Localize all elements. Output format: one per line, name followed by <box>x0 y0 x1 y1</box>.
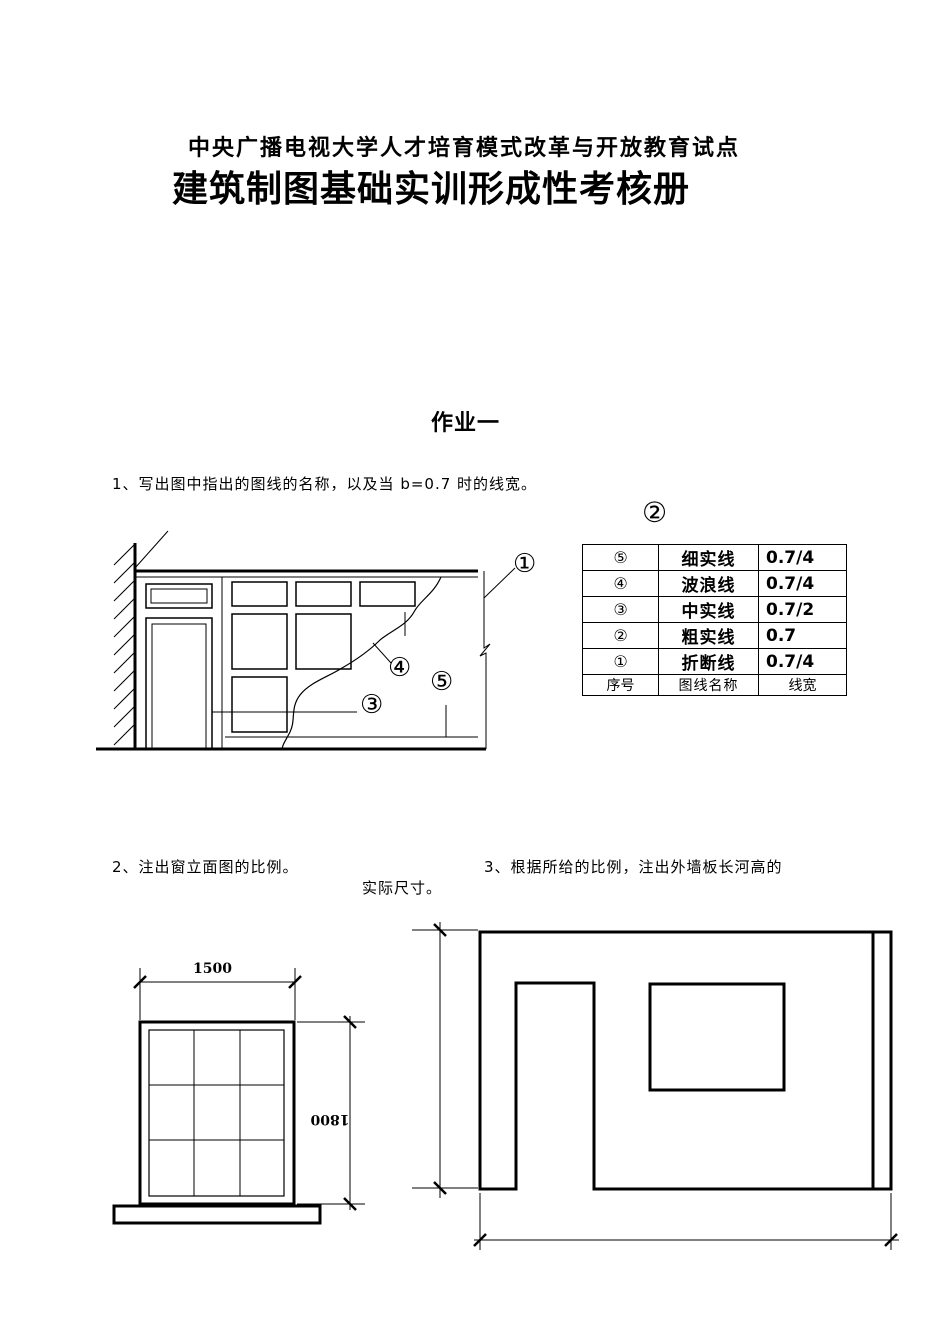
callout-5: ⑤ <box>430 667 453 697</box>
line-width: 0.7/4 <box>758 648 847 675</box>
window-height-dimension: 1800 <box>310 1111 349 1127</box>
line-type-table: ⑤ 细实线 0.7/4 ④ 波浪线 0.7/4 ③ 中实线 0.7/2 ② 粗实… <box>582 544 847 696</box>
header-name: 图线名称 <box>658 674 759 696</box>
row-number: ⑤ <box>582 544 659 571</box>
wall-panel-drawing <box>412 922 899 1250</box>
line-name: 波浪线 <box>658 570 759 597</box>
marker-2: ② <box>642 496 668 529</box>
window-elevation-drawing <box>112 968 365 1225</box>
elevation-drawing <box>96 530 516 751</box>
table-row: ① 折断线 0.7/4 <box>582 648 847 675</box>
line-width: 0.7/2 <box>758 596 847 623</box>
question-3-text-cont: 实际尺寸。 <box>362 879 443 897</box>
line-name: 中实线 <box>658 596 759 623</box>
table-row: ④ 波浪线 0.7/4 <box>582 570 847 597</box>
header-width: 线宽 <box>758 674 847 696</box>
callout-4: ④ <box>388 653 411 683</box>
line-name: 折断线 <box>658 648 759 675</box>
header-number: 序号 <box>582 674 659 696</box>
window-width-dimension: 1500 <box>193 961 232 977</box>
course-subtitle: 中央广播电视大学人才培育模式改革与开放教育试点 <box>188 135 741 161</box>
table-row: ⑤ 细实线 0.7/4 <box>582 544 847 571</box>
line-name: 细实线 <box>658 544 759 571</box>
assignment-title: 作业一 <box>431 410 501 436</box>
question-3-text: 3、根据所给的比例，注出外墙板长河高的 <box>484 858 783 876</box>
booklet-title: 建筑制图基础实训形成性考核册 <box>172 168 691 210</box>
line-width: 0.7/4 <box>758 570 847 597</box>
question-2-text: 2、注出窗立面图的比例。 <box>112 858 299 876</box>
table-header-row: 序号 图线名称 线宽 <box>582 674 847 696</box>
question-1-text: 1、写出图中指出的图线的名称，以及当 b=0.7 时的线宽。 <box>112 475 538 493</box>
callout-1: ① <box>513 549 536 579</box>
callout-3: ③ <box>360 690 383 720</box>
line-width: 0.7 <box>758 622 847 649</box>
